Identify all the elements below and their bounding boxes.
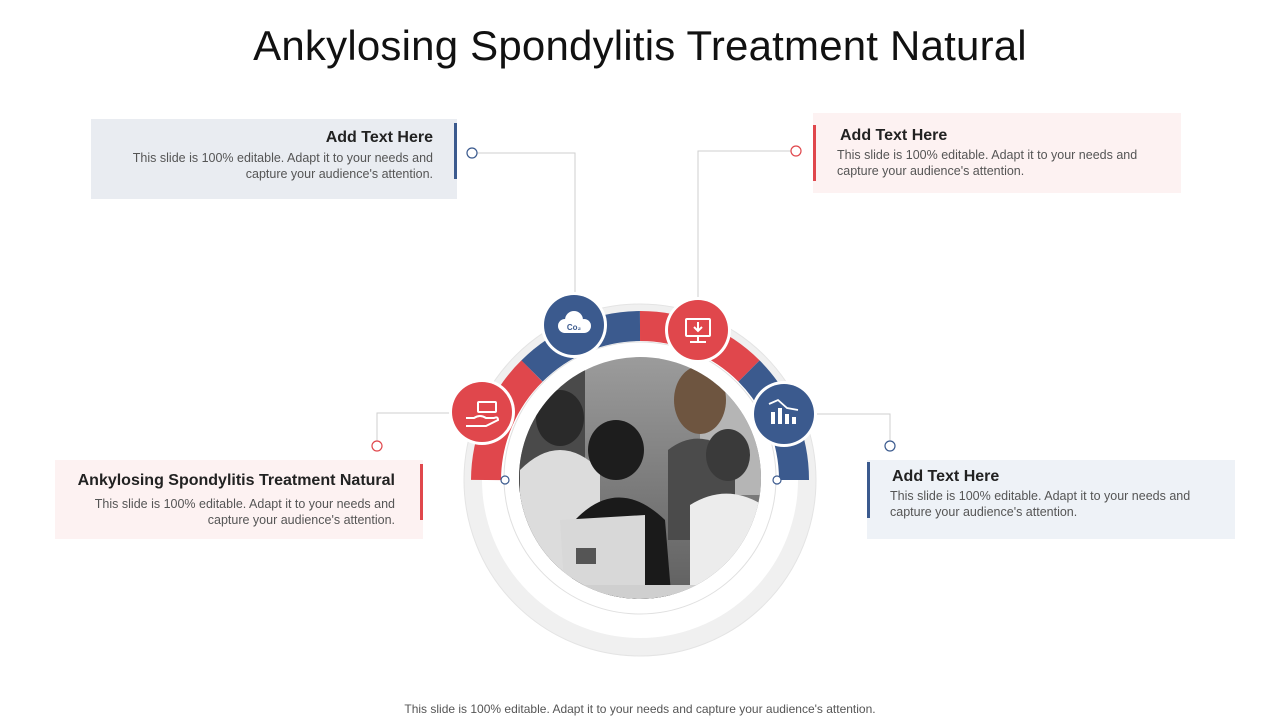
accent-bar [454,123,457,179]
accent-bar [867,462,870,518]
box-heading: Add Text Here [325,129,433,146]
box-heading: Add Text Here [840,127,948,144]
icon-node-chart [751,381,817,447]
dot-arc-left [500,475,510,485]
icon-node-hand [449,379,515,445]
hand-money-icon [466,401,500,427]
co2-cloud-icon: Co₂ [558,311,591,333]
accent-bar [420,464,423,520]
box-text: This slide is 100% editable. Adapt it to… [837,148,1138,178]
monitor-download-icon [685,318,711,343]
box-heading: Ankylosing Spondylitis Treatment Natural [77,472,395,489]
dot-top-right [790,145,802,157]
icon-node-monitor [665,297,731,363]
dot-bottom-right [884,440,896,452]
box-text: This slide is 100% editable. Adapt it to… [132,151,433,181]
bar-chart-decline-icon [768,398,799,424]
thin-ring-outer [463,303,817,657]
text-box-top-right: Add Text Here This slide is 100% editabl… [813,113,1181,193]
center-photo [519,357,761,599]
accent-bar [813,125,816,181]
box-text: This slide is 100% editable. Adapt it to… [890,489,1191,519]
connector-dots [371,145,896,485]
svg-text:Co₂: Co₂ [567,323,582,332]
connector-lines [376,150,891,441]
box-text: This slide is 100% editable. Adapt it to… [94,497,395,527]
text-box-bottom-right: Add Text Here This slide is 100% editabl… [867,460,1235,539]
text-box-bottom-left: Ankylosing Spondylitis Treatment Natural… [55,460,423,539]
connector-bottom-right [815,413,891,441]
dot-top-left [466,147,478,159]
icon-node-co2: Co₂ [541,292,607,358]
connector-top-right [697,150,792,300]
slide-title: Ankylosing Spondylitis Treatment Natural [253,22,1027,69]
dot-bottom-left [371,440,383,452]
footer-note: This slide is 100% editable. Adapt it to… [404,702,876,716]
text-box-top-left: Add Text Here This slide is 100% editabl… [91,119,457,199]
connector-bottom-left [376,412,452,441]
connector-top-left [476,152,576,296]
box-heading: Add Text Here [892,468,1000,485]
dot-arc-right [772,475,782,485]
